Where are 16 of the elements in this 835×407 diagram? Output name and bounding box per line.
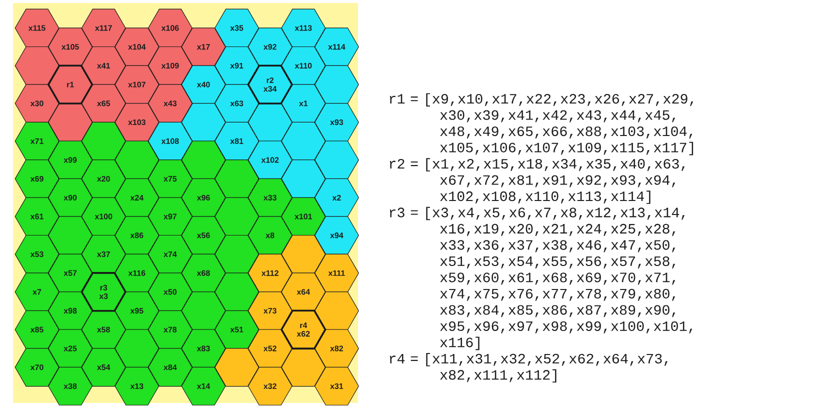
hexagon-cell	[81, 122, 126, 160]
hexagon-cell	[114, 329, 160, 368]
hexagon-cell	[14, 46, 60, 85]
hexagon-cell	[281, 160, 326, 198]
hexagon-cell	[181, 140, 226, 180]
hexagon-cell	[314, 140, 359, 180]
hexagon-cell	[181, 103, 226, 142]
hexagon-cell	[248, 103, 292, 142]
hexagon-cell	[314, 292, 359, 330]
hexagon-cell	[114, 140, 160, 180]
hexagon-cell	[314, 65, 359, 104]
hexagon-cell	[181, 292, 226, 330]
assignment-text: r4 = [x11,x31,x32,x52,x62,x64,x73,x82,x111,x112]	[390, 353, 668, 383]
hexagon-cell	[281, 348, 326, 387]
hexagon-cell	[281, 234, 326, 274]
hexagon-cell	[281, 122, 326, 160]
